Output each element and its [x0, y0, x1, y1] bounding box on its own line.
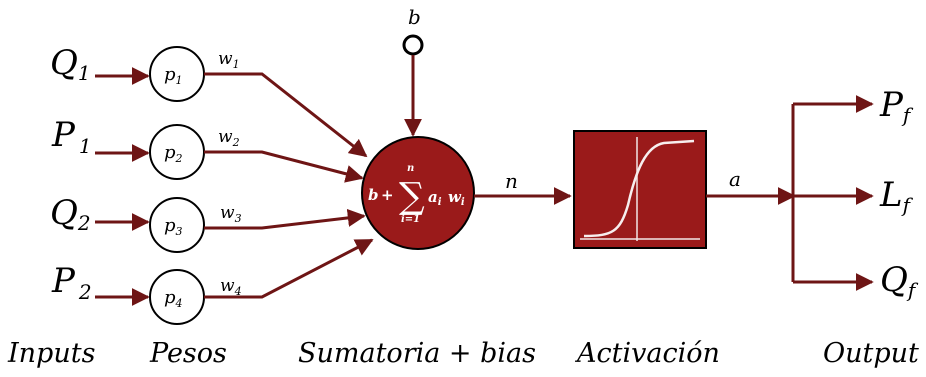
sum-ai: ai: [428, 188, 442, 208]
weight-node-3: [149, 197, 205, 253]
input-label-3: Q2: [50, 193, 91, 235]
weight-node-label-4: p4: [164, 287, 183, 310]
input-arrows: [95, 67, 150, 306]
weight-node-label-3: p3: [164, 215, 183, 238]
summation-node: [361, 136, 475, 250]
weight-node-label-2: p2: [164, 142, 183, 165]
sum-plus: +: [381, 186, 394, 204]
sum-upper: n: [407, 163, 414, 174]
bias-node: [402, 34, 424, 56]
weight-label-1: w1: [218, 49, 240, 71]
output-label-2: Lf: [879, 175, 914, 217]
caption-inputs: Inputs: [7, 338, 95, 369]
weight-line-2: [204, 150, 364, 183]
caption-pesos: Pesos: [149, 338, 227, 369]
sum-lower: i=1: [401, 214, 420, 225]
weight-line-3: [204, 208, 366, 230]
caption-sumatoria: Sumatoria + bias: [298, 338, 536, 369]
output-label-3: Qf: [880, 260, 919, 302]
output-branches: [791, 95, 874, 291]
weight-line-1: [204, 72, 368, 158]
activation-box: [573, 130, 707, 249]
weight-nodes: [149, 46, 205, 325]
summation-formula: b + n ∑ i=1 ai wi: [368, 163, 465, 225]
sum-b: b: [368, 186, 379, 204]
weight-line-4: [204, 238, 374, 299]
weight-label-3: w3: [220, 203, 242, 225]
weight-label-4: w4: [220, 276, 242, 298]
output-label-1: Pf: [879, 85, 914, 127]
sigmoid-curve: [583, 139, 695, 238]
caption-activacion: Activación: [574, 338, 720, 369]
act-label: a: [729, 167, 741, 191]
sum-sigma: ∑: [399, 176, 425, 217]
caption-output: Output: [823, 338, 919, 369]
sum-wi: wi: [448, 188, 465, 208]
bias-label: b: [408, 5, 421, 29]
weight-label-2: w2: [218, 127, 240, 149]
weight-node-label-1: p1: [164, 64, 183, 87]
weight-lines: [204, 72, 374, 299]
net-label: n: [505, 169, 518, 193]
input-label-1: Q1: [50, 43, 91, 85]
